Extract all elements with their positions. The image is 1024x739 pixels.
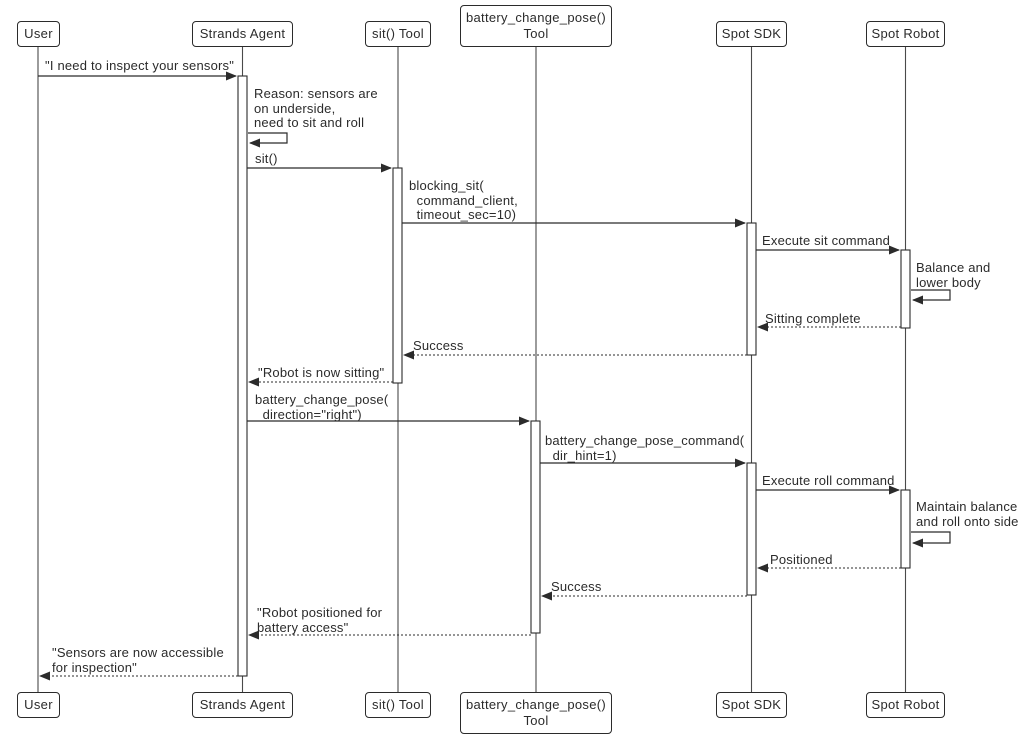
participant-top-strands-agent: Strands Agent bbox=[192, 21, 293, 47]
participant-top-sit-tool: sit() Tool bbox=[365, 21, 431, 47]
message-label-12: Execute roll command bbox=[762, 473, 895, 488]
message-arrow-6 bbox=[911, 289, 951, 305]
participant-top-battery-tool: battery_change_pose() Tool bbox=[460, 5, 612, 47]
participant-bottom-spot-sdk: Spot SDK bbox=[716, 692, 787, 718]
activation-spot-robot-1 bbox=[900, 249, 911, 329]
activation-spot-sdk-2 bbox=[746, 462, 757, 596]
participant-bottom-battery-tool: battery_change_pose() Tool bbox=[460, 692, 612, 734]
message-label-11: battery_change_pose_command( dir_hint=1) bbox=[545, 433, 745, 463]
message-label-13: Maintain balance and roll onto side bbox=[916, 499, 1019, 529]
participant-bottom-user: User bbox=[17, 692, 60, 718]
message-label-4: blocking_sit( command_client, timeout_se… bbox=[409, 178, 518, 223]
activation-spot-sdk-1 bbox=[746, 222, 757, 356]
participant-top-spot-sdk: Spot SDK bbox=[716, 21, 787, 47]
message-label-15: Success bbox=[551, 579, 602, 594]
participant-top-user: User bbox=[17, 21, 60, 47]
participant-bottom-spot-robot: Spot Robot bbox=[866, 692, 945, 718]
activation-strands-agent bbox=[237, 75, 248, 677]
message-arrow-13 bbox=[911, 531, 951, 548]
participant-bottom-strands-agent: Strands Agent bbox=[192, 692, 293, 718]
message-label-1: "I need to inspect your sensors" bbox=[45, 58, 235, 73]
message-label-8: Success bbox=[413, 338, 464, 353]
activation-sit-tool bbox=[392, 167, 403, 384]
message-label-14: Positioned bbox=[770, 552, 833, 567]
message-arrow-2 bbox=[248, 132, 288, 148]
message-label-2: Reason: sensors are on underside, need t… bbox=[254, 86, 378, 131]
activation-spot-robot-2 bbox=[900, 489, 911, 569]
activation-battery-tool bbox=[530, 420, 541, 634]
message-label-6: Balance and lower body bbox=[916, 260, 991, 290]
message-label-9: "Robot is now sitting" bbox=[258, 365, 385, 380]
participant-top-spot-robot: Spot Robot bbox=[866, 21, 945, 47]
message-label-16: "Robot positioned for battery access" bbox=[257, 605, 383, 635]
message-label-3: sit() bbox=[255, 151, 278, 166]
participant-bottom-sit-tool: sit() Tool bbox=[365, 692, 431, 718]
message-label-5: Execute sit command bbox=[762, 233, 891, 248]
message-label-17: "Sensors are now accessible for inspecti… bbox=[52, 645, 224, 675]
message-label-7: Sitting complete bbox=[765, 311, 861, 326]
message-label-10: battery_change_pose( direction="right") bbox=[255, 392, 389, 422]
